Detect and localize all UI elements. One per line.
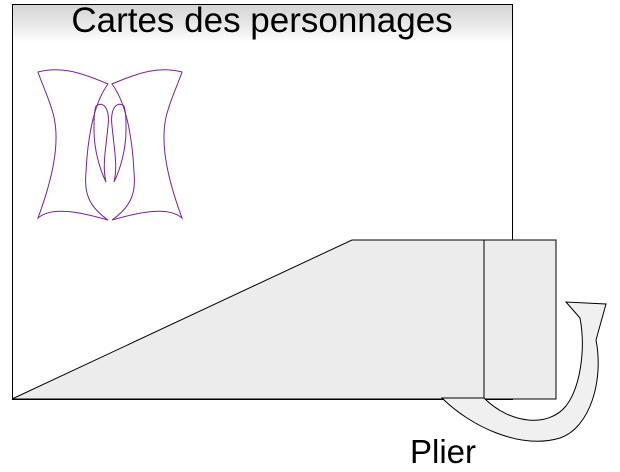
fold-label: Plier bbox=[410, 433, 477, 470]
curved-fold-arrow-icon bbox=[440, 301, 607, 442]
wing-ornament-icon bbox=[36, 69, 184, 221]
title-bar-gradient bbox=[12, 4, 512, 42]
folded-flap bbox=[11, 239, 557, 400]
page-title: Cartes des personnages bbox=[71, 1, 453, 40]
